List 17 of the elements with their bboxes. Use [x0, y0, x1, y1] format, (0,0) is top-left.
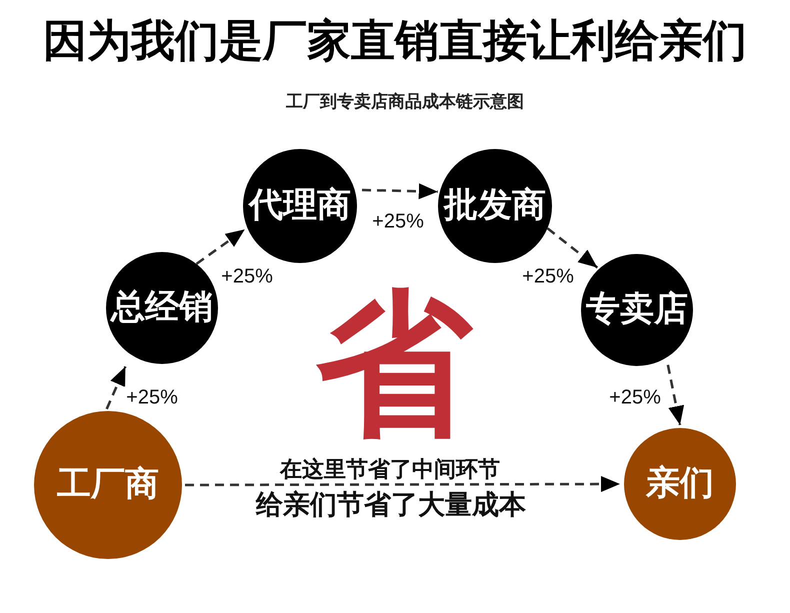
- node-label: 亲们: [646, 465, 714, 503]
- dashed-arrow: [106, 366, 127, 410]
- node-label: 代理商: [249, 187, 351, 225]
- dashed-arrow: [362, 183, 438, 200]
- node-label: 工厂商: [57, 466, 159, 504]
- dashed-arrow: [666, 364, 684, 426]
- note-text: 给亲们节省了大量成本: [256, 489, 526, 521]
- large-character: 省: [316, 286, 472, 442]
- subtitle: 工厂到专卖店商品成本链示意图: [286, 93, 524, 113]
- title: 因为我们是厂家直销直接让利给亲们: [43, 16, 747, 68]
- node-label: 批发商: [444, 187, 546, 225]
- edge-label: 在这里节省了中间环节: [278, 457, 502, 483]
- node-label: 专卖店: [586, 291, 688, 329]
- node-label: 总经销: [111, 289, 213, 327]
- dashed-arrow: [185, 476, 620, 492]
- dashed-arrow: [546, 227, 598, 269]
- dashed-arrow: [196, 228, 246, 265]
